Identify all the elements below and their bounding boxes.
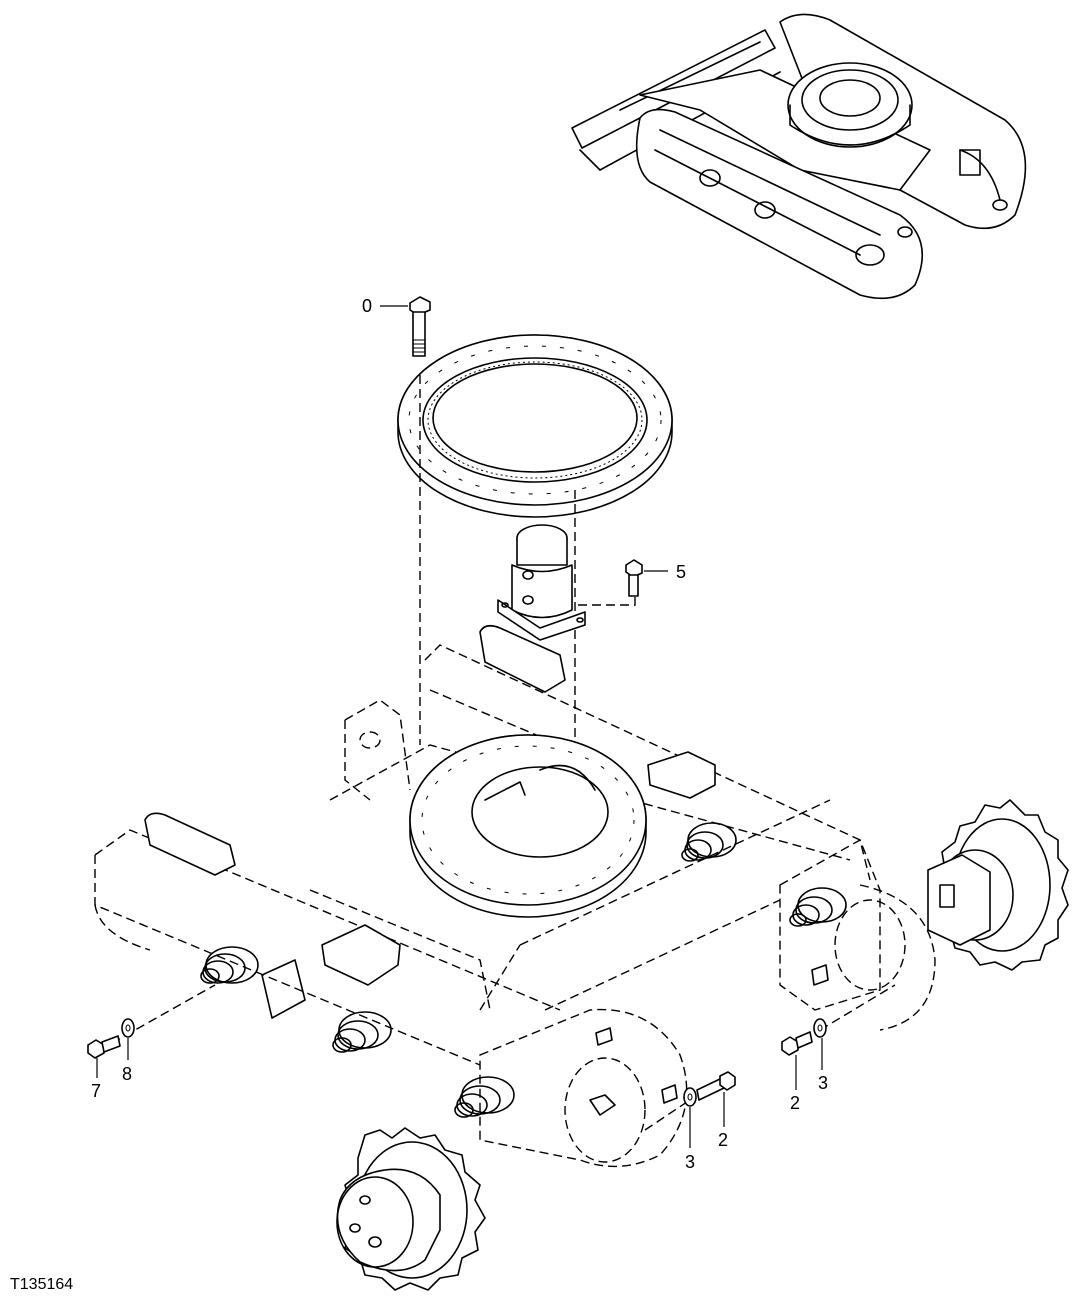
bolt-7 (87, 1035, 121, 1059)
roller-5 (789, 887, 847, 927)
bolt-2b (781, 1031, 813, 1056)
callout-2a: 2 (718, 1130, 728, 1150)
frame-bearing-mount (409, 734, 647, 918)
callout-8: 8 (122, 1064, 132, 1084)
swing-bearing-ring (397, 334, 673, 518)
roller-3 (454, 1076, 515, 1118)
roller-4 (681, 822, 737, 862)
callout-0: 0 (362, 296, 372, 316)
track-frame (94, 644, 936, 1168)
bolt-0 (409, 296, 431, 357)
callout-3a: 3 (685, 1152, 695, 1172)
callout-3b: 3 (818, 1073, 828, 1093)
bolt-2a (696, 1071, 736, 1101)
washer-8 (121, 1018, 135, 1038)
frame-brackets (144, 624, 829, 1116)
right-sprocket-motor (927, 799, 1069, 971)
callout-labels: 0 5 7 8 3 2 2 3 (91, 296, 828, 1172)
callout-7: 7 (91, 1081, 101, 1101)
roller-2 (332, 1011, 392, 1053)
callout-5: 5 (676, 562, 686, 582)
washer-3a (683, 1087, 697, 1107)
roller-1 (200, 946, 259, 984)
track-rollers (200, 822, 847, 1118)
bolt-5 (625, 559, 643, 597)
callout-2b: 2 (790, 1093, 800, 1113)
figure-id: T135164 (10, 1276, 73, 1293)
assembled-undercarriage-inset (571, 13, 1027, 300)
washer-3b (813, 1018, 827, 1038)
leader-lines (96, 305, 823, 1148)
center-joint (497, 524, 586, 641)
left-sprocket-motor (336, 1127, 486, 1291)
